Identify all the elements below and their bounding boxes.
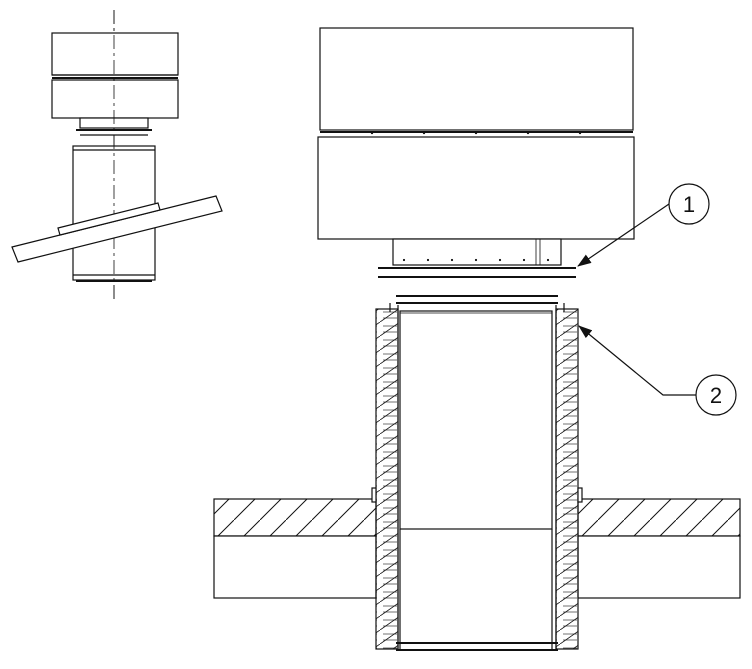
upper-housing: [319, 27, 634, 131]
callout-1-bubble: [668, 183, 710, 225]
lower-flange: [392, 238, 562, 266]
callout-2-bubble: [695, 374, 737, 416]
insulation-left: [375, 308, 399, 650]
insulation-right: [555, 308, 579, 650]
inner-sleeve: [399, 310, 553, 530]
side-view: [11, 10, 223, 300]
section-view: [213, 27, 741, 651]
ceiling-right: [577, 535, 741, 599]
callout-1: 1: [577, 183, 710, 267]
roof-slab-left: [213, 498, 377, 537]
callout-2: 2: [578, 325, 737, 416]
roof-slab-right: [577, 498, 741, 537]
side-view-upper-housing: [51, 32, 179, 76]
middle-housing: [317, 136, 635, 240]
ceiling-left: [213, 535, 377, 599]
side-view-lower-housing: [51, 79, 179, 119]
callout-2-label: 2: [710, 383, 722, 408]
rivets: [370, 131, 582, 135]
callout-1-label: 1: [683, 192, 695, 217]
